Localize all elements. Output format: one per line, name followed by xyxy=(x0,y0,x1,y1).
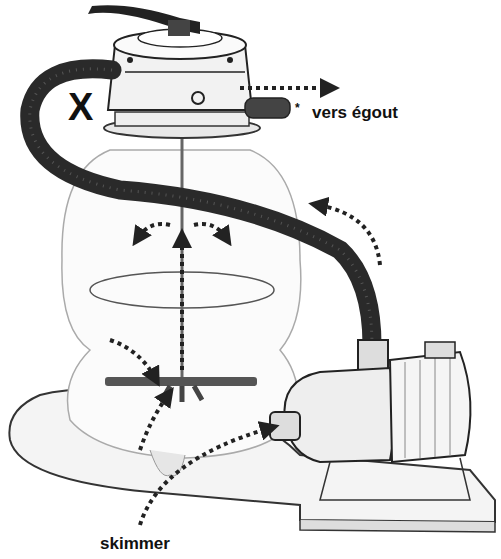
valve-port-mark: X xyxy=(68,88,93,126)
footnote-mark: * xyxy=(295,102,300,114)
drain-label: vers égout xyxy=(312,104,398,121)
inlet-label: skimmer xyxy=(100,535,170,552)
